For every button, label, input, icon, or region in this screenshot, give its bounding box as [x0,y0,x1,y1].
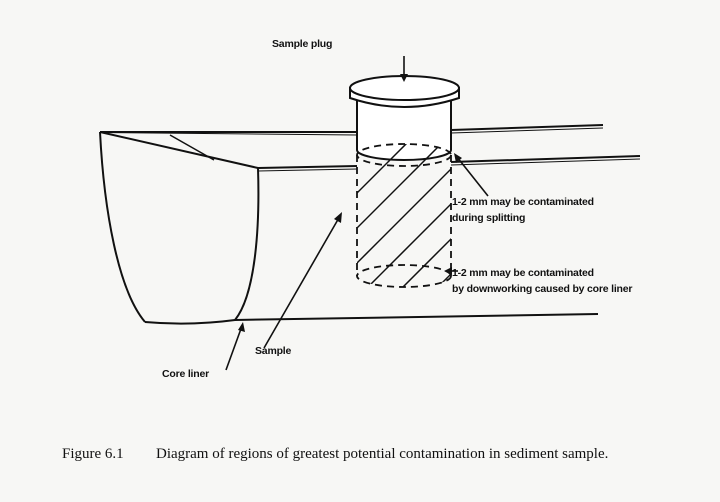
sample-plug [349,75,460,161]
leader-arrows [225,56,489,371]
label-contam-splitting-2: during splitting [452,212,526,224]
core-liner [99,124,641,325]
label-sample-plug: Sample plug [272,38,333,50]
label-contam-downworking-1: 1-2 mm may be contaminated [452,267,594,279]
label-core-liner: Core liner [162,368,210,380]
label-contam-splitting-1: 1-2 mm may be contaminated [452,196,594,208]
figure-caption: Figure 6.1 Diagram of regions of greatest… [62,446,608,463]
sample [356,143,452,288]
caption-text: Diagram of regions of greatest potential… [156,446,609,462]
label-contam-downworking-2: by downworking caused by core liner [452,283,633,295]
caption-number: Figure 6.1 [62,446,124,462]
label-sample: Sample [255,345,292,357]
